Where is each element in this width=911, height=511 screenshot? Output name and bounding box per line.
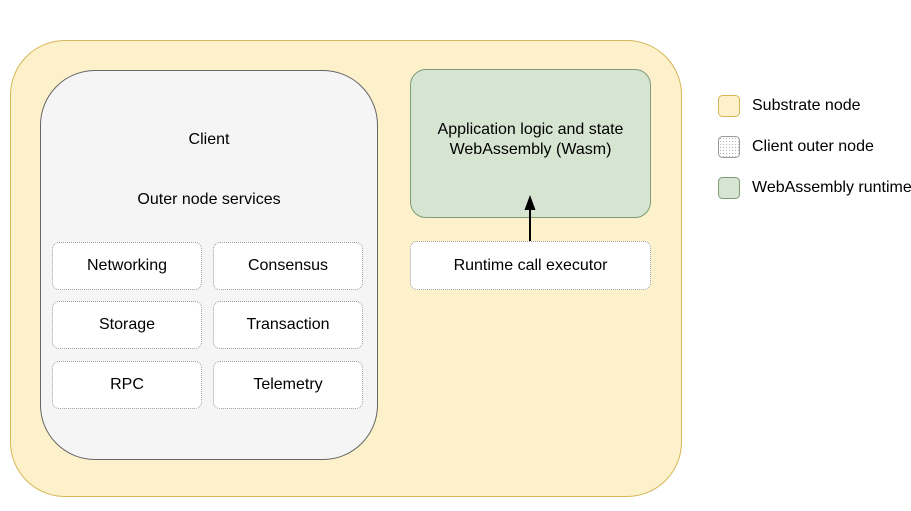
service-box-rpc: RPC — [52, 361, 202, 409]
client-outer-node-swatch-icon — [718, 136, 740, 158]
legend-label: WebAssembly runtime — [752, 179, 911, 196]
legend-item-client-outer-node: Client outer node — [718, 136, 911, 158]
arrow-executor-to-runtime-icon — [524, 195, 536, 241]
wasm-runtime-label-line2: WebAssembly (Wasm) — [449, 140, 612, 158]
legend-label: Substrate node — [752, 97, 861, 114]
service-box-storage: Storage — [52, 301, 202, 349]
runtime-call-executor-box: Runtime call executor — [410, 241, 651, 290]
client-subtitle: Outer node services — [137, 191, 281, 208]
service-box-networking: Networking — [52, 242, 202, 290]
wasm-runtime-swatch-icon — [718, 177, 740, 199]
legend: Substrate node Client outer node WebAsse… — [718, 95, 911, 218]
legend-item-wasm-runtime: WebAssembly runtime — [718, 177, 911, 199]
service-box-transaction: Transaction — [213, 301, 363, 349]
service-box-telemetry: Telemetry — [213, 361, 363, 409]
legend-label: Client outer node — [752, 138, 874, 155]
client-title: Client — [188, 131, 230, 148]
legend-item-substrate-node: Substrate node — [718, 95, 911, 117]
substrate-node-swatch-icon — [718, 95, 740, 117]
wasm-runtime-label-line1: Application logic and state — [437, 120, 624, 138]
service-box-consensus: Consensus — [213, 242, 363, 290]
